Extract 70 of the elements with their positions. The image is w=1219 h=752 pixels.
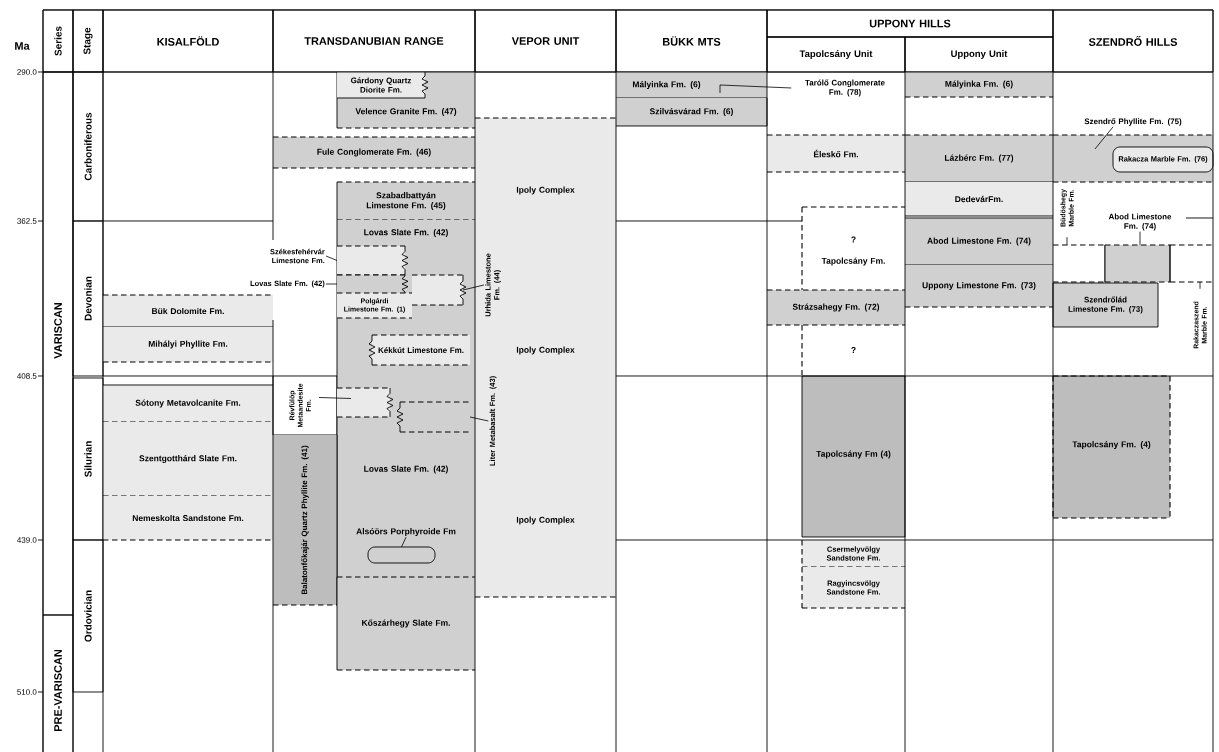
stage-box: Ordovician	[72, 539, 104, 693]
node-label: Szabadbattyán Limestone Fm. (45)	[366, 192, 446, 210]
formation-box: Uppony Limestone Fm. (73)	[904, 265, 1054, 308]
formation-box: Mályinka Fm. (6)	[904, 72, 1054, 98]
node-label: Mályinka Fm. (6)	[632, 81, 701, 89]
stage-box: Silurian	[72, 377, 104, 541]
leader-line	[401, 536, 407, 548]
node-label: Abod Limestone Fm. (74)	[927, 237, 1031, 246]
node-label: Carboniferous	[84, 112, 92, 181]
node-label: BÜKK MTS	[663, 36, 721, 46]
axis-unit: Ma	[15, 42, 30, 50]
node-label: Tapolcsány Unit	[799, 50, 873, 59]
tongue-box	[1104, 244, 1171, 283]
leader-line	[1094, 126, 1114, 150]
formation-box: Kőszárhegy Slate Fm.	[336, 576, 476, 671]
node-label: Lázbérc Fm. (77)	[944, 154, 1014, 163]
leader-line	[1066, 236, 1068, 246]
formation-box: Tapolcsány Fm (4)	[801, 375, 906, 538]
formation-box: Tapolcsány Fm. (4)	[1052, 375, 1171, 519]
formation-box: Mihályi Phyllite Fm.	[102, 327, 274, 363]
tongue-box	[1052, 244, 1106, 283]
node-label: Lovas Slate Fm. (42)	[364, 229, 448, 237]
tongue-box	[336, 387, 394, 418]
formation-box: Sótony Metavolcanite Fm.	[102, 384, 274, 423]
node-label: Sótony Metavolcanite Fm.	[135, 399, 241, 408]
node-label: VEPOR UNIT	[511, 37, 580, 45]
stage-box: Devonian	[72, 220, 104, 377]
formation-box: Szabadbattyán Limestone Fm. (45)	[336, 181, 476, 221]
tongue-box	[411, 274, 467, 306]
formation-box: Lázbérc Fm. (77)	[904, 134, 1054, 183]
leader-line	[318, 397, 352, 399]
node-label: Series	[54, 26, 62, 56]
tongue-box	[336, 245, 409, 276]
leader-line	[325, 255, 338, 261]
node-label: Mihályi Phyllite Fm.	[148, 340, 228, 349]
leader-line	[1139, 231, 1141, 246]
leader-line	[325, 283, 338, 285]
formation-box: Abod Limestone Fm. (74)	[904, 217, 1054, 266]
formation-box: ? Tapolcsány Fm.	[801, 206, 906, 291]
node-label: Uppony Unit	[951, 50, 1008, 59]
formation-box: DedevárFm.	[904, 182, 1054, 217]
node-label: VARISCAN	[54, 303, 62, 359]
node-label: Nemeskolta Sandstone Fm.	[132, 514, 244, 522]
leader-line	[719, 84, 792, 94]
node-label: Szilvásvárad Fm. (6)	[649, 108, 733, 116]
node-label: TRANSDANUBIAN RANGE	[304, 37, 444, 45]
formation-label: Alsóörs Porphyroide Fm	[356, 528, 456, 536]
tongue-box	[1169, 244, 1214, 283]
leader-line	[469, 416, 489, 422]
tongue-box	[336, 274, 409, 294]
formation-box: Szilvásvárad Fm. (6)	[615, 97, 768, 127]
formation-box: ?	[801, 324, 856, 376]
node-label: Bük Dolomite Fm.	[152, 307, 224, 315]
formation-box: Strázsahegy Fm. (72)	[766, 289, 906, 326]
leader-line	[462, 284, 485, 291]
tongue-box	[396, 401, 471, 433]
lens-shape	[367, 546, 436, 564]
node-label: Lovas Slate Fm. (42)	[364, 465, 448, 474]
formation-box: Éleskő Fm.	[766, 134, 906, 173]
node-label: Stage	[83, 27, 93, 55]
formation-box: Fule Conglomerate Fm. (46)	[272, 136, 476, 169]
node-label: Szentgotthárd Slate Fm.	[139, 454, 237, 463]
formation-box: Nemeskolta Sandstone Fm.	[102, 496, 274, 541]
node-label: Uppony Limestone Fm. (73)	[922, 282, 1036, 290]
node-label: KISALFÖLD	[157, 36, 219, 46]
node-label: UPPONY HILLS	[869, 19, 951, 28]
node-label: SZENDRŐ HILLS	[1088, 36, 1178, 46]
formation-box: Bük Dolomite Fm.	[102, 294, 274, 328]
series-box: PRE-VARISCAN	[42, 614, 74, 752]
leader-line	[1199, 281, 1201, 290]
